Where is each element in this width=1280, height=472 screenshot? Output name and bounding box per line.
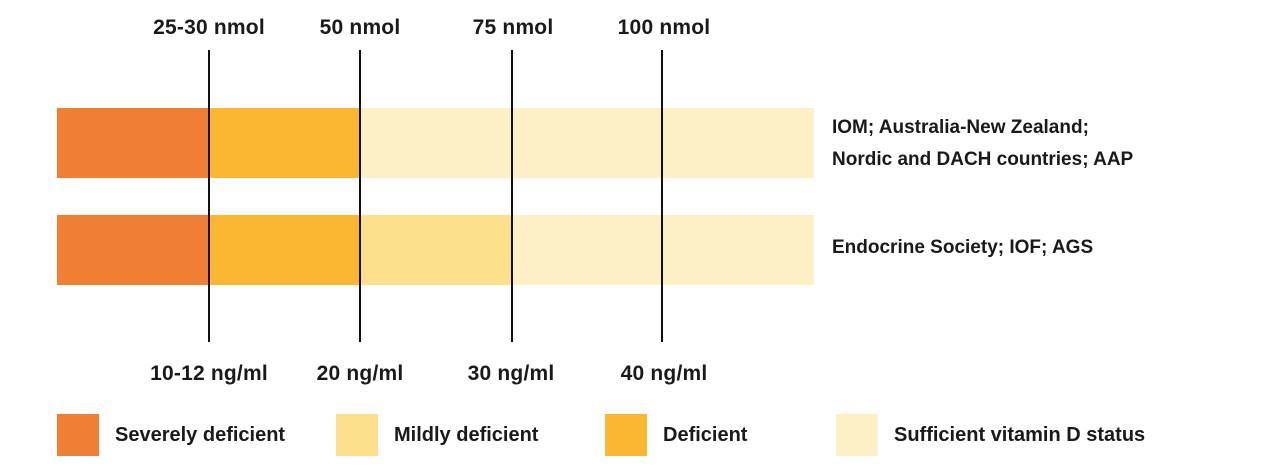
legend-swatch bbox=[836, 414, 878, 456]
legend-label: Severely deficient bbox=[115, 423, 286, 446]
threshold-line bbox=[661, 50, 663, 342]
legend-label: Deficient bbox=[663, 423, 748, 446]
legend-label: Sufficient vitamin D status bbox=[894, 423, 1146, 446]
row-2-label-line-1: Endocrine Society; IOF; AGS bbox=[832, 237, 1094, 258]
tick-bottom-label: 30 ng/ml bbox=[467, 362, 555, 385]
threshold-line bbox=[511, 50, 513, 342]
bar-segment-sufficient bbox=[359, 108, 814, 178]
bar-segment-severely-deficient bbox=[57, 215, 209, 285]
legend-mildly-deficient: Mildly deficient bbox=[336, 414, 538, 456]
bar-segment-deficient bbox=[208, 108, 360, 178]
guideline-bar-row-1 bbox=[57, 108, 814, 178]
legend-swatch bbox=[605, 414, 647, 456]
legend-sufficient: Sufficient vitamin D status bbox=[836, 414, 1145, 456]
row-1-label-line-2: Nordic and DACH countries; AAP bbox=[832, 149, 1134, 170]
bar-segment-mildly-deficient bbox=[359, 215, 512, 285]
bar-segment-severely-deficient bbox=[57, 108, 209, 178]
threshold-line bbox=[208, 50, 210, 342]
tick-top-label: 100 nmol bbox=[617, 16, 711, 39]
tick-bottom-label: 40 ng/ml bbox=[620, 362, 708, 385]
legend-swatch bbox=[336, 414, 378, 456]
tick-top-label: 25-30 nmol bbox=[153, 16, 265, 39]
legend-label: Mildly deficient bbox=[394, 423, 539, 446]
legend-severely-deficient: Severely deficient bbox=[57, 414, 285, 456]
threshold-line bbox=[359, 50, 361, 342]
guideline-bar-row-2 bbox=[57, 215, 814, 285]
tick-top-label: 75 nmol bbox=[472, 16, 554, 39]
row-1-label: IOM; Australia-New Zealand; Nordic and D… bbox=[832, 112, 1133, 176]
bar-segment-sufficient bbox=[511, 215, 814, 285]
row-1-label-line-1: IOM; Australia-New Zealand; bbox=[832, 117, 1089, 138]
row-2-label: Endocrine Society; IOF; AGS bbox=[832, 232, 1093, 264]
tick-top-label: 50 nmol bbox=[319, 16, 401, 39]
tick-bottom-label: 10-12 ng/ml bbox=[150, 362, 268, 385]
tick-bottom-label: 20 ng/ml bbox=[316, 362, 404, 385]
legend-swatch bbox=[57, 414, 99, 456]
bar-segment-deficient bbox=[208, 215, 360, 285]
legend-deficient: Deficient bbox=[605, 414, 747, 456]
